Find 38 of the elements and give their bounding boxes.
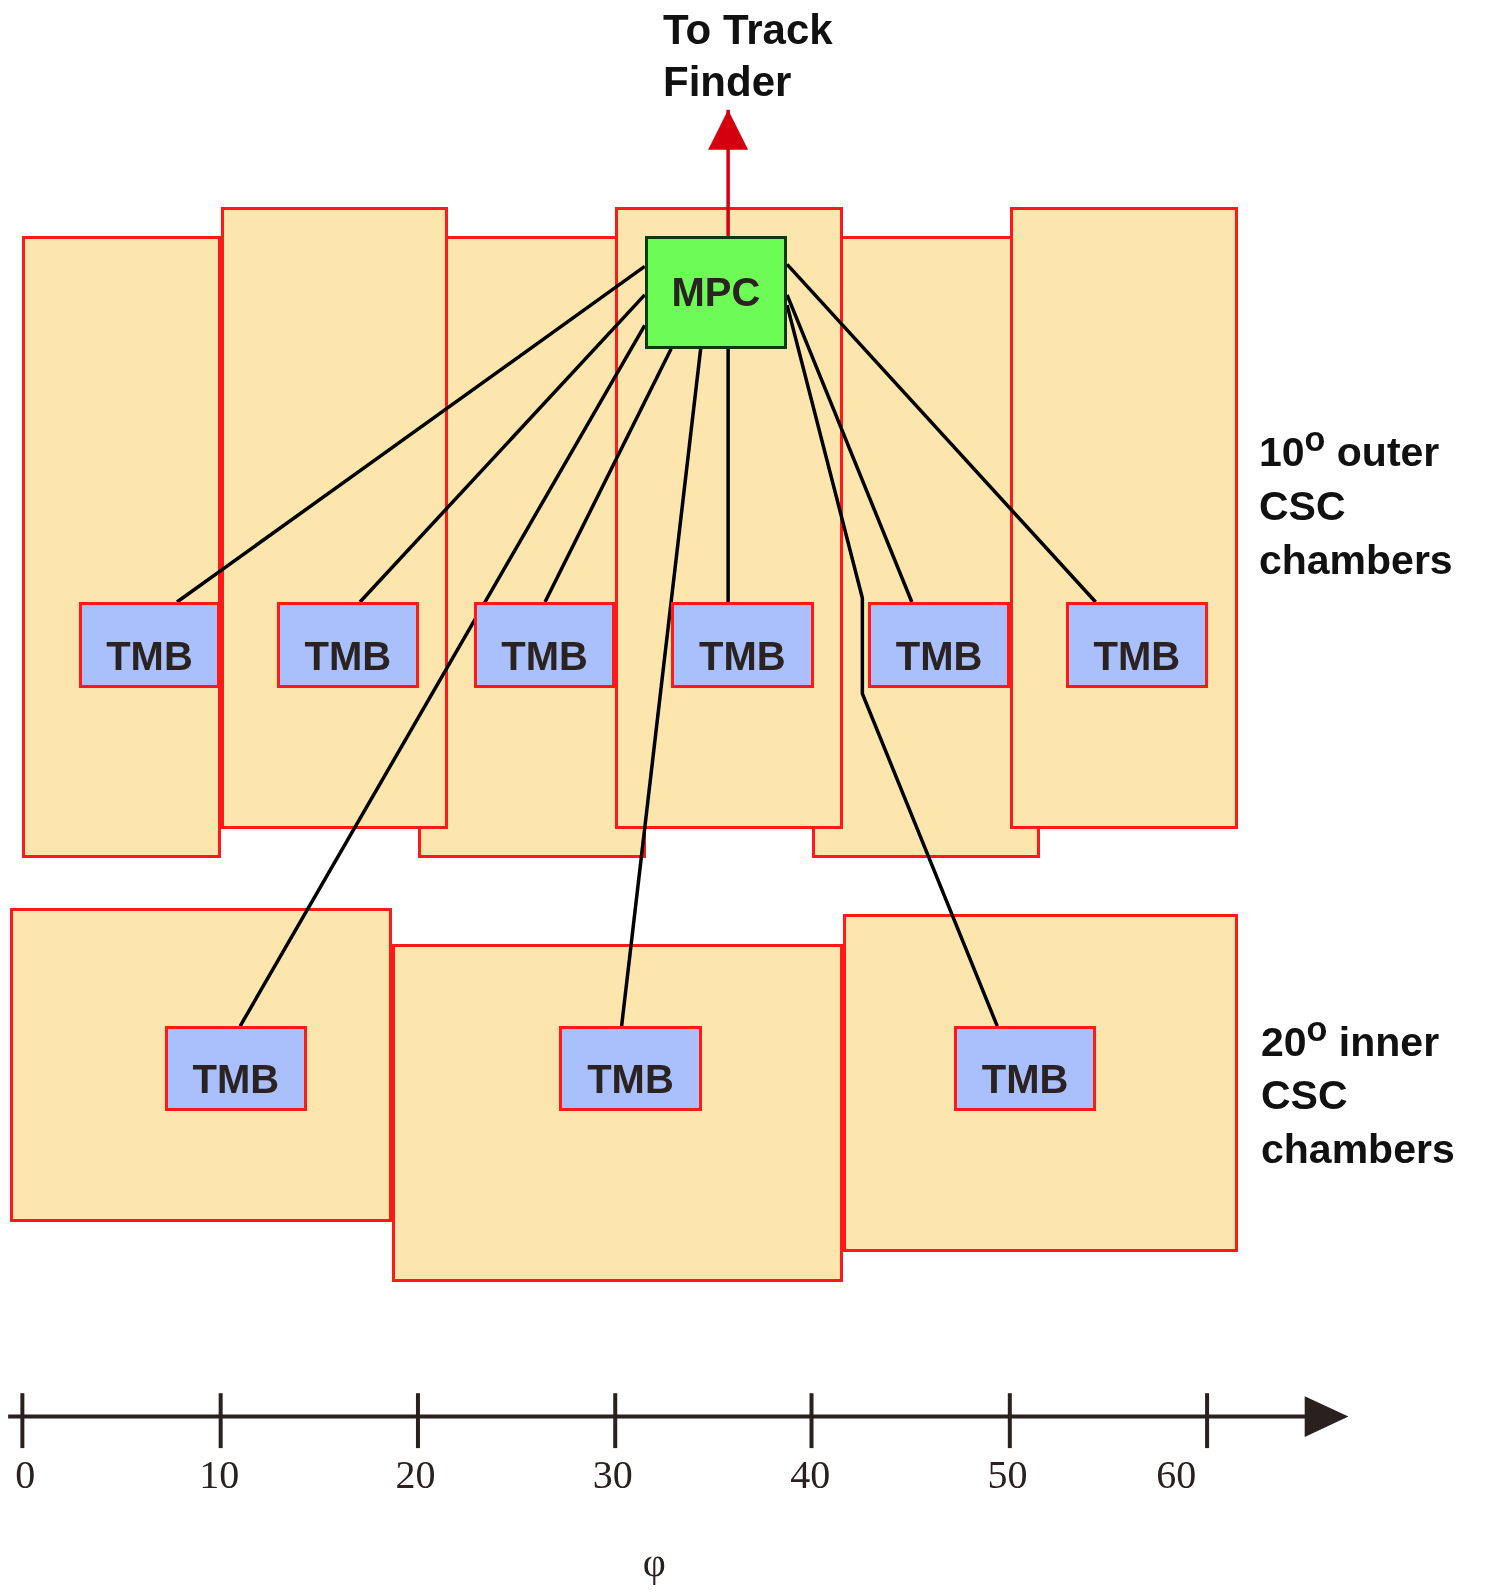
tick-label: 20 (395, 1452, 436, 1499)
board-box: TMB (559, 1026, 702, 1112)
connector-line (543, 348, 673, 603)
chamber-panel (1009, 207, 1238, 829)
row-label: 10$^{o}$ outer CSC chambers (1258, 418, 1454, 585)
row-label: 20$^{o}$ inner CSC chambers (1261, 1008, 1456, 1175)
connector-line (619, 348, 703, 1027)
chamber-panel (391, 943, 843, 1283)
connector-line (358, 293, 646, 604)
board-box: TMB (868, 602, 1010, 689)
tick-label: 60 (1156, 1452, 1197, 1499)
tick-label: 0 (15, 1452, 36, 1499)
connector-line (176, 265, 646, 604)
board-box: MPC (644, 235, 788, 349)
connector-line (726, 348, 730, 602)
board-box: TMB (671, 602, 814, 689)
destination-label: To Track Finder (663, 4, 882, 110)
board-box: TMB (473, 602, 616, 689)
board-box: TMB (953, 1026, 1097, 1112)
board-box: TMB (1065, 602, 1209, 689)
arrow (708, 109, 749, 236)
chamber-panel (22, 235, 221, 859)
chamber-panel (615, 207, 843, 829)
board-box: TMB (164, 1026, 308, 1112)
connector-line (785, 304, 999, 1027)
connector-line (785, 294, 914, 603)
connector-line (238, 324, 647, 1027)
board-box: TMB (79, 602, 220, 689)
tick-label: 10 (199, 1452, 240, 1499)
chamber-panel (843, 914, 1238, 1252)
tick-label: 40 (790, 1452, 831, 1499)
tick-label: 50 (987, 1452, 1028, 1499)
axis-label: φ (642, 1539, 666, 1586)
connector-line (785, 263, 1097, 604)
tick-label: 30 (592, 1452, 633, 1499)
chamber-panel (10, 908, 392, 1223)
board-box: TMB (276, 602, 419, 689)
chamber-panel (220, 207, 449, 829)
